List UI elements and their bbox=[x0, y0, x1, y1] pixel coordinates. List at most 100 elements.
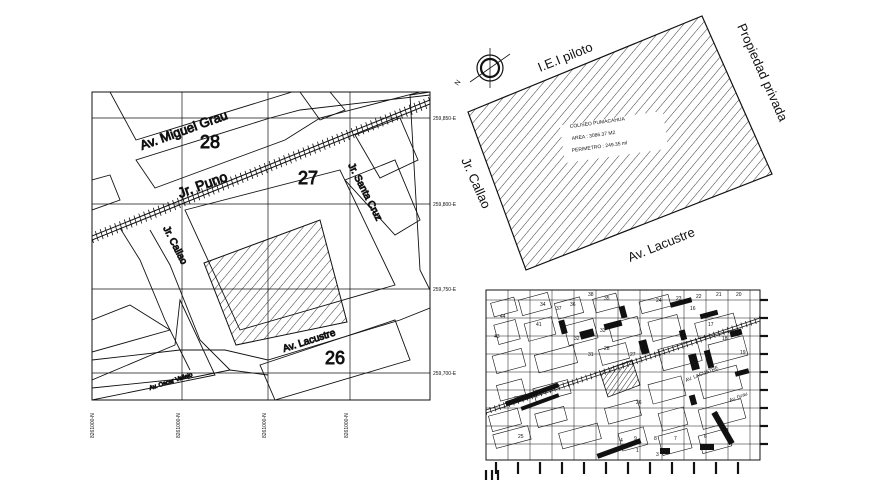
key-map-rail-tie bbox=[539, 390, 542, 397]
rail-tie bbox=[263, 162, 268, 174]
key-map-block bbox=[697, 398, 747, 430]
rail-tie bbox=[283, 155, 288, 166]
key-map-building bbox=[596, 438, 642, 459]
rail-tie bbox=[268, 160, 273, 172]
key-map-rail-tie bbox=[722, 328, 725, 335]
key-map-rail-tie bbox=[630, 359, 634, 366]
block-number: 27 bbox=[298, 168, 318, 188]
key-map-block-label: 31 bbox=[588, 352, 594, 358]
key-map-rail-tie bbox=[571, 379, 574, 386]
rail-tie bbox=[152, 207, 157, 218]
street-label-callao: Jr. Callao bbox=[160, 224, 189, 267]
key-map-rail-tie bbox=[740, 322, 743, 329]
rail-tie bbox=[138, 213, 143, 224]
key-map-block-label: 23 bbox=[676, 296, 682, 302]
key-map-building bbox=[703, 349, 715, 369]
key-map-building bbox=[678, 329, 688, 341]
key-map-block-label: 6 bbox=[704, 434, 707, 440]
key-map-rail-tie bbox=[553, 385, 556, 392]
rail-tie bbox=[201, 188, 205, 199]
key-map-rail-tie bbox=[525, 394, 529, 401]
key-map-rail-tie bbox=[731, 325, 734, 332]
key-map-rail-tie bbox=[580, 376, 584, 383]
key-map-block bbox=[491, 348, 527, 374]
key-map-rail-tie bbox=[649, 353, 652, 360]
key-map-rail-tie bbox=[635, 357, 638, 364]
key-map-block bbox=[496, 378, 526, 402]
key-map-street-grau: Av. Grau bbox=[729, 391, 749, 404]
key-map-rail-tie bbox=[653, 351, 657, 358]
key-map-block-label: 27 bbox=[630, 352, 636, 358]
key-map-rail-tie bbox=[621, 362, 625, 369]
key-map-building bbox=[579, 328, 595, 340]
key-map-rail-tie bbox=[608, 367, 611, 374]
key-map-rail-tie bbox=[644, 354, 647, 361]
key-map-building bbox=[660, 448, 670, 454]
rail-tie bbox=[297, 149, 302, 160]
rail-tie bbox=[403, 106, 408, 117]
key-map-building bbox=[638, 339, 650, 355]
rail-tie bbox=[273, 159, 278, 170]
block-number: 26 bbox=[325, 348, 345, 368]
key-map-railway bbox=[486, 320, 760, 414]
rail-tie bbox=[114, 223, 119, 234]
key-map-block-label: 43 bbox=[494, 334, 500, 340]
rail-tie bbox=[254, 166, 259, 178]
key-map-rail-tie bbox=[617, 363, 620, 371]
rail-tie bbox=[408, 104, 413, 115]
key-map-rail-tie bbox=[758, 316, 760, 321]
rail-tie bbox=[389, 112, 394, 123]
rail-tie bbox=[331, 135, 336, 146]
key-map-block bbox=[533, 344, 579, 374]
rail-tie bbox=[94, 230, 99, 242]
key-map-rail-tie bbox=[530, 393, 533, 400]
rail-tie bbox=[360, 124, 365, 135]
rail-tie bbox=[123, 219, 128, 230]
rail-tie bbox=[206, 186, 210, 197]
key-map-block-label: 9 bbox=[634, 436, 637, 442]
key-map-building bbox=[688, 394, 698, 406]
key-map-block-label: 33 bbox=[600, 328, 606, 334]
key-map-block bbox=[697, 364, 743, 400]
north-label: N bbox=[454, 79, 463, 87]
key-map-block bbox=[647, 375, 687, 405]
rail-tie bbox=[181, 195, 186, 207]
key-map-rail-tie bbox=[589, 373, 593, 380]
key-map-rail-tie bbox=[612, 365, 616, 372]
key-map-rail-tie bbox=[726, 327, 730, 334]
key-map-rail-tie bbox=[681, 342, 684, 349]
key-map-block bbox=[592, 292, 620, 314]
rail-tie bbox=[384, 114, 389, 125]
rail-tie bbox=[196, 190, 201, 201]
key-map-rail-tie bbox=[704, 334, 707, 341]
key-map-block-label: 35 bbox=[604, 296, 610, 302]
key-map-block-label: 25 bbox=[518, 434, 524, 440]
key-map-block bbox=[638, 293, 672, 315]
key-map-rail-tie bbox=[667, 347, 670, 354]
rail-tie bbox=[215, 182, 220, 193]
grid-label-easting: 8261000-N bbox=[176, 413, 182, 438]
rail-tie bbox=[355, 126, 360, 137]
key-map-building bbox=[734, 368, 750, 377]
rail-tie bbox=[307, 145, 312, 156]
key-map-block-label: 8 bbox=[654, 436, 657, 442]
key-map-building bbox=[558, 319, 568, 335]
key-map-rail-tie bbox=[594, 371, 597, 378]
key-map-rail-tie bbox=[676, 344, 679, 351]
rail-tie bbox=[92, 236, 94, 244]
key-map-block-label: 29 bbox=[514, 396, 520, 402]
key-map-block-label: 21 bbox=[716, 292, 722, 298]
rail-tie bbox=[350, 127, 355, 139]
key-map-block bbox=[523, 316, 557, 342]
rail-tie bbox=[244, 170, 249, 181]
grid-label-northing: 259,850-E bbox=[433, 116, 457, 122]
grid-label-easting: 8261000-N bbox=[344, 413, 350, 438]
key-map-rail-tie bbox=[640, 356, 643, 363]
rail-tie bbox=[428, 96, 430, 104]
key-map-block-label: 3 bbox=[656, 452, 659, 458]
key-map-rail-tie bbox=[521, 396, 524, 403]
key-map-rail-tie bbox=[662, 348, 666, 355]
key-map-rail-tie bbox=[599, 370, 602, 377]
rail-tie bbox=[234, 174, 239, 185]
